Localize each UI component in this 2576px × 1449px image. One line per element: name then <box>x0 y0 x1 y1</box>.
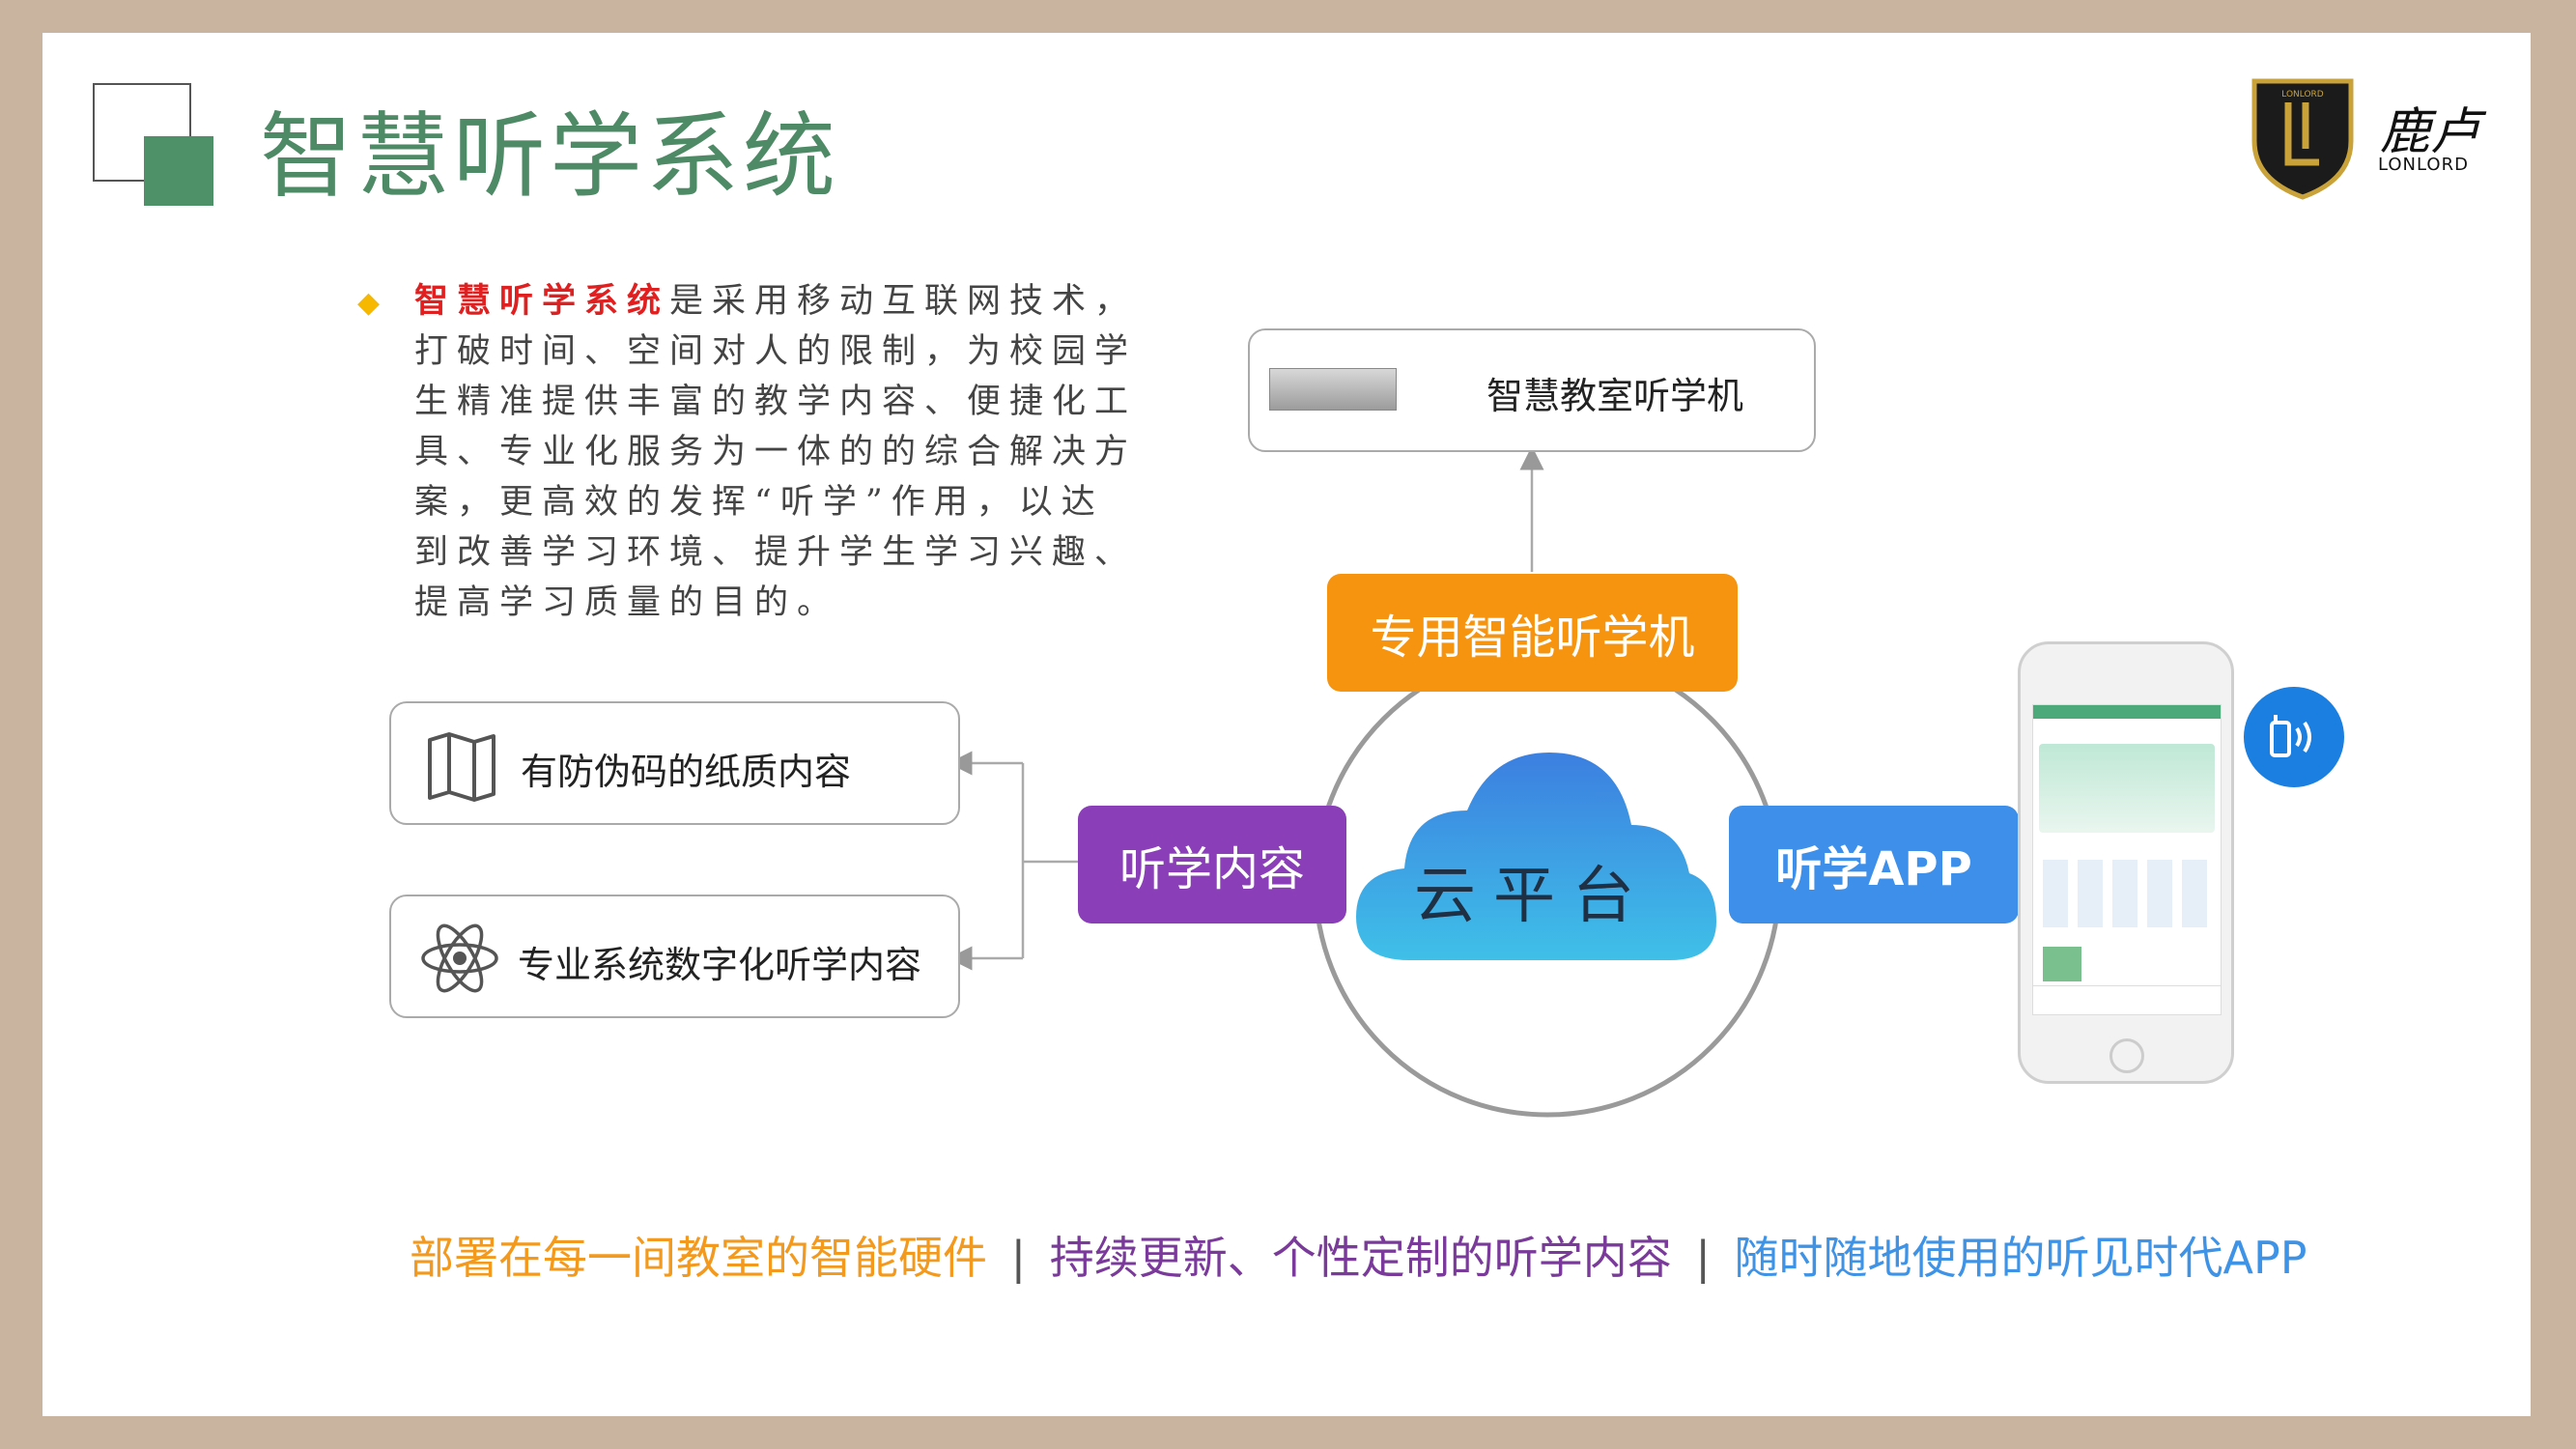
description-line5: 案，更高效的发挥“听学”作用，以达 <box>414 483 1104 522</box>
phone-home-button <box>2109 1038 2144 1073</box>
description-line1: 是采用移动互联网技术， <box>669 282 1138 321</box>
tagline-separator-2: | <box>1695 1232 1711 1284</box>
phone-thumb-image <box>2043 947 2081 981</box>
tagline-app: 随时随地使用的听见时代APP <box>1734 1232 2307 1284</box>
phone-tab-bar <box>2033 985 2221 1015</box>
logo-name-en: LONLORD <box>2378 155 2469 175</box>
phone-grid-icons <box>2043 860 2211 927</box>
digital-content-label: 专业系统数字化听学内容 <box>518 944 922 986</box>
description-highlight: 智慧听学系统 <box>414 281 670 321</box>
description-line4: 具、专业化服务为一体的的综合解决方 <box>414 433 1138 471</box>
device-image-icon <box>1269 368 1397 411</box>
tagline-content: 持续更新、个性定制的听学内容 <box>1049 1232 1672 1284</box>
atom-icon <box>421 923 498 993</box>
app-node: 听学APP <box>1729 806 2019 923</box>
phone-screen <box>2032 704 2222 1015</box>
title-decor-outline <box>93 83 191 182</box>
cloud-platform-label: 云平台 <box>1414 861 1652 932</box>
device-box-label: 智慧教室听学机 <box>1486 375 1744 417</box>
logo-badge-text: LONLORD <box>2281 90 2324 99</box>
tagline-hardware: 部署在每一间教室的智能硬件 <box>410 1232 987 1284</box>
description-line7: 提高学习质量的目的。 <box>414 583 840 622</box>
description-line3: 生精准提供丰富的教学内容、便捷化工 <box>414 383 1138 421</box>
paper-content-box <box>389 701 960 825</box>
paper-content-label: 有防伪码的纸质内容 <box>521 751 852 793</box>
smart-device-node: 专用智能听学机 <box>1327 574 1738 692</box>
logo-name-cn: 鹿卢 <box>2380 103 2481 161</box>
cloud-icon <box>1356 753 1716 960</box>
phone-status-bar <box>2033 705 2221 719</box>
slide: 智慧听学系统 LONLORD 鹿卢 LONLORD ◆ 智慧听学系统是采用移动互… <box>42 33 2531 1416</box>
description-text: 智慧听学系统是采用移动互联网技术， 打破时间、空间对人的限制，为校园学 生精准提… <box>414 276 1187 628</box>
tagline-separator-1: | <box>1010 1232 1027 1284</box>
page-title: 智慧听学系统 <box>260 102 839 211</box>
phone-mockup <box>2018 641 2234 1084</box>
phone-banner-image <box>2039 744 2215 833</box>
logo-shield-icon: LONLORD <box>2251 78 2354 200</box>
description-line2: 打破时间、空间对人的限制，为校园学 <box>414 332 1138 371</box>
bottom-tagline: 部署在每一间教室的智能硬件 | 持续更新、个性定制的听学内容 | 随时随地使用的… <box>410 1223 2307 1287</box>
title-decor-fill <box>144 136 213 206</box>
book-icon <box>428 732 495 802</box>
digital-content-box <box>389 895 960 1018</box>
content-node: 听学内容 <box>1078 806 1346 923</box>
description-line6: 到改善学习环境、提升学生学习兴趣、 <box>414 533 1138 572</box>
phone-signal-icon <box>2244 687 2344 787</box>
bullet-diamond-icon: ◆ <box>357 286 381 320</box>
